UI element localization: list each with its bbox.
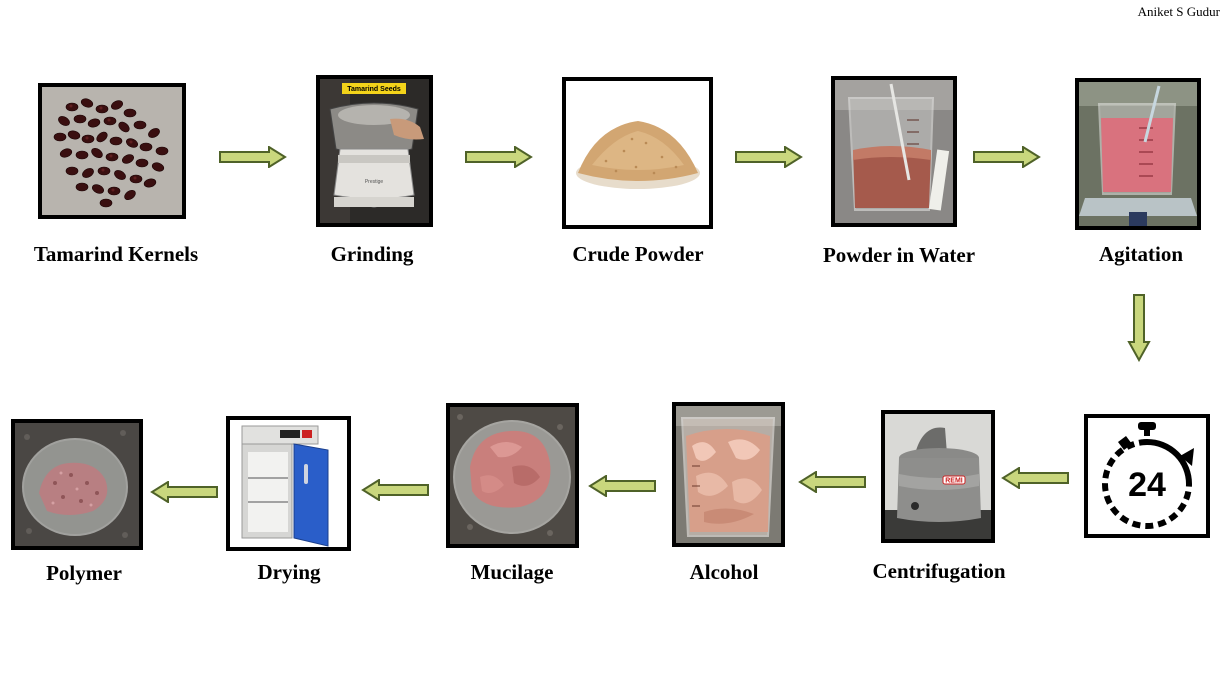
label-tamarind-kernels: Tamarind Kernels bbox=[33, 242, 199, 266]
mucilage-image bbox=[446, 403, 579, 548]
beaker-alcohol-photo bbox=[676, 406, 781, 543]
drying-image bbox=[226, 416, 351, 551]
crude-powder-image bbox=[562, 77, 713, 229]
label-crude-powder: Crude Powder bbox=[572, 242, 704, 266]
arrow-left-3 bbox=[588, 475, 656, 497]
tamarind-kernels-image bbox=[38, 83, 186, 219]
centrifuge-brand: REMI bbox=[945, 478, 963, 485]
centrifuge-photo: REMI bbox=[885, 414, 991, 539]
arrow-left-1 bbox=[1001, 467, 1069, 489]
label-mucilage: Mucilage bbox=[470, 560, 554, 584]
mucilage-dish-photo bbox=[450, 407, 575, 544]
label-alcohol: Alcohol bbox=[689, 560, 759, 584]
grinder-image: Tamarind Seeds Prestige bbox=[316, 75, 433, 227]
crude-powder-photo bbox=[566, 81, 709, 225]
label-agitation: Agitation bbox=[1099, 242, 1183, 266]
polymer-image bbox=[11, 419, 143, 550]
timer-24-icon: 24 bbox=[1088, 418, 1206, 534]
agitation-image bbox=[1075, 78, 1201, 230]
arrow-down bbox=[1127, 294, 1151, 362]
arrow-left-4 bbox=[361, 479, 429, 501]
timer-text: 24 bbox=[1128, 466, 1166, 504]
grinder-caption: Tamarind Seeds bbox=[347, 86, 401, 93]
label-powder-in-water: Powder in Water bbox=[822, 243, 976, 267]
arrow-right-3 bbox=[735, 146, 803, 168]
arrow-right-1 bbox=[219, 146, 287, 168]
beaker-powder-water-photo bbox=[835, 80, 953, 223]
svg-text:Prestige: Prestige bbox=[365, 179, 384, 185]
arrow-left-5 bbox=[150, 481, 218, 503]
label-grinding: Grinding bbox=[330, 242, 414, 266]
alcohol-image bbox=[672, 402, 785, 547]
powder-water-image bbox=[831, 76, 957, 227]
label-drying: Drying bbox=[257, 560, 321, 584]
polymer-dish-photo bbox=[15, 423, 139, 546]
centrifuge-image: REMI bbox=[881, 410, 995, 543]
label-centrifugation: Centrifugation bbox=[872, 559, 1006, 583]
grinder-photo: Tamarind Seeds Prestige bbox=[320, 79, 429, 223]
beaker-agitation-photo bbox=[1079, 82, 1197, 226]
tamarind-kernels-photo bbox=[42, 87, 182, 215]
arrow-right-4 bbox=[973, 146, 1041, 168]
timer-24-image: 24 bbox=[1084, 414, 1210, 538]
author-credit: Aniket S Gudur bbox=[1137, 4, 1220, 19]
arrow-left-2 bbox=[798, 471, 866, 493]
drying-oven-photo bbox=[230, 420, 347, 547]
label-polymer: Polymer bbox=[46, 561, 122, 585]
arrow-right-2 bbox=[465, 146, 533, 168]
